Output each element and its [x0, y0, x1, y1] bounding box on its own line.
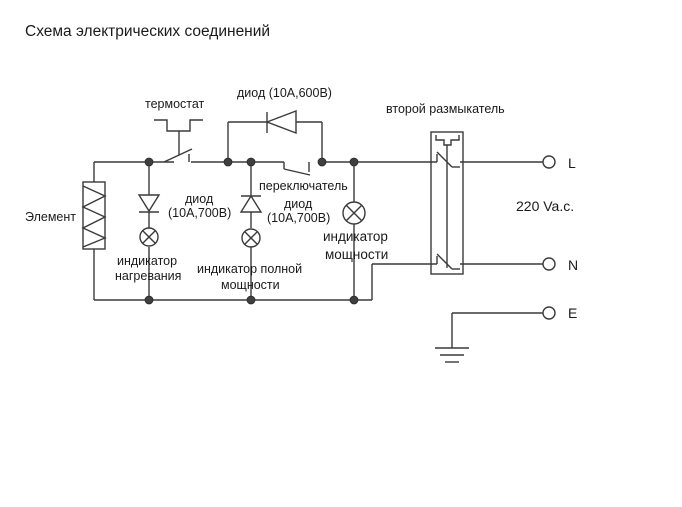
supply-voltage-label: 220 Va.c. — [516, 198, 574, 214]
switch-label: переключатель — [259, 179, 348, 193]
junction-node — [223, 157, 233, 167]
junction-nodes — [144, 157, 359, 305]
full-diode-label-1: диод — [284, 197, 313, 211]
heat-diode-label-1: диод — [185, 192, 214, 206]
heat-indicator-label-2: нагревания — [115, 269, 181, 283]
thermostat — [154, 119, 203, 163]
full-diode-label-2: (10А,700В) — [267, 211, 330, 225]
heating-element — [81, 181, 107, 250]
terminal-l — [542, 155, 556, 169]
junction-node — [246, 157, 256, 167]
junction-node — [349, 295, 359, 305]
junction-node — [349, 157, 359, 167]
heat-indicator-label-1: индикатор — [117, 254, 177, 268]
ground-icon — [435, 347, 469, 363]
second-breaker-label: второй размыкатель — [386, 102, 505, 116]
junction-node — [317, 157, 327, 167]
terminal-n-label: N — [568, 257, 578, 273]
junction-node — [144, 295, 154, 305]
diagram-title: Схема электрических соединений — [25, 23, 270, 40]
terminal-e — [542, 306, 556, 320]
heat-indicator-lamp — [139, 227, 159, 247]
bypass-diode — [227, 109, 323, 162]
full-power-indicator-label-2: мощности — [221, 278, 280, 292]
terminal-l-label: L — [568, 155, 576, 171]
thermostat-label: термостат — [145, 97, 205, 111]
second-breaker — [430, 131, 464, 275]
terminal-e-label: E — [568, 305, 577, 321]
heat-diode-label-2: (10А,700В) — [168, 206, 231, 220]
full-power-indicator-lamp — [241, 228, 261, 248]
full-power-branch — [239, 162, 263, 300]
junction-node — [246, 295, 256, 305]
full-power-indicator-label-1: индикатор полной — [197, 262, 302, 276]
heat-indicator-branch — [137, 162, 161, 300]
bypass-diode-label: диод (10А,600В) — [237, 86, 332, 100]
power-indicator-label-1: индикатор — [323, 229, 388, 244]
power-indicator-label-2: мощности — [325, 247, 388, 262]
bottom-rail — [94, 263, 543, 301]
junction-node — [144, 157, 154, 167]
changeover-switch — [283, 162, 311, 176]
element-label: Элемент — [25, 210, 76, 224]
power-indicator-lamp — [342, 201, 366, 225]
earth-wiring — [451, 312, 543, 348]
terminal-n — [542, 257, 556, 271]
